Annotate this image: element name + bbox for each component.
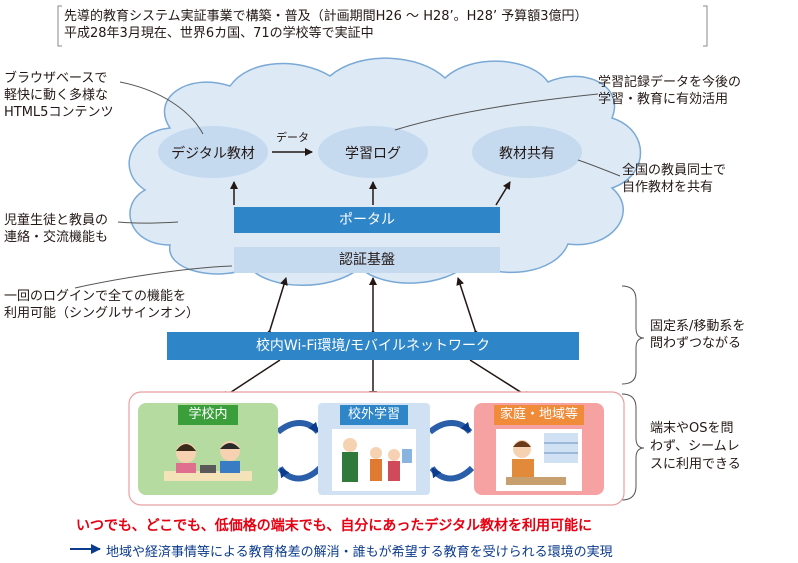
network-bar: 校内Wi-Fi環境/モバイルネットワーク — [167, 332, 579, 360]
school-illustration — [164, 441, 252, 481]
box-school-title: 学校内 — [178, 405, 238, 425]
note-records: 学習記録データを今後の 学習・教育に有効活用 — [598, 75, 742, 107]
header-line1: 先導的教育システム実証事業で構築・普及（計画期間H26 ～ H28’。H28’ … — [64, 9, 588, 24]
digital-material-label: デジタル教材 — [171, 146, 255, 162]
brace-network — [621, 285, 645, 385]
header: 先導的教育システム実証事業で構築・普及（計画期間H26 ～ H28’。H28’ … — [64, 8, 588, 42]
auth-bar: 認証基盤 — [234, 247, 500, 273]
learning-log-label: 学習ログ — [345, 146, 401, 162]
brace-device — [621, 393, 645, 501]
cycle-arrow-2-top — [428, 420, 473, 435]
note-network: 固定系/移動系を 問わずつながる — [650, 319, 746, 351]
data-arrow-label: データ — [276, 131, 309, 144]
home-illustration — [496, 429, 582, 491]
note-teachers: 全国の教員同士で 自作教材を共有 — [622, 163, 727, 195]
ellipse-share — [472, 126, 582, 178]
summary-blue: 地域や経済事情等による教育格差の解消・誰もが希望する教育を受けられる環境の実現 — [106, 545, 613, 560]
note-html5: ブラウザベースで 軽快に動く多様な HTML5コンテンツ — [4, 71, 114, 120]
cycle-arrow-1-bottom — [277, 465, 323, 482]
header-bracket-left — [57, 5, 62, 47]
box-outside-title: 校外学習 — [340, 405, 408, 425]
box-home-title: 家庭・地域等 — [494, 405, 584, 425]
box-outside: 校外学習 — [318, 403, 430, 495]
ellipse-log — [318, 126, 428, 178]
summary-red: いつでも、どこでも、低価格の端末でも、自分にあったデジタル教材を利用可能に — [76, 518, 593, 534]
cycle-arrow-1-top — [276, 420, 321, 435]
material-share-label: 教材共有 — [499, 146, 555, 162]
ellipse-digital — [158, 126, 268, 178]
portal-bar: ポータル — [234, 207, 500, 233]
note-device: 端末やOSを問 わず、シームレ スに利用できる — [650, 421, 741, 472]
box-school: 学校内 — [138, 403, 278, 495]
cycle-arrow-2-bottom — [429, 465, 475, 482]
note-sso: 一回のログインで全ての機能を 利用可能（シングルサインオン） — [4, 289, 200, 321]
header-bracket-right — [703, 5, 708, 47]
header-line2: 平成28年3月現在、世界6カ国、71の学校等で実証中 — [64, 26, 374, 41]
box-home: 家庭・地域等 — [474, 403, 604, 495]
note-contact: 児童生徒と教員の 連絡・交流機能も — [4, 213, 109, 245]
outside-illustration — [332, 429, 416, 491]
